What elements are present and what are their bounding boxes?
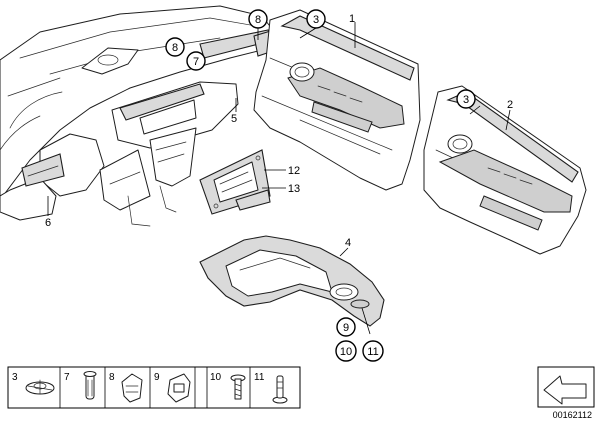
callouts: 1 2 3 3 4 5 6 7 8 8 9 10: [45, 9, 513, 362]
dash-left-trim: [21, 153, 65, 187]
callout-3-front: 3: [306, 9, 326, 29]
callout-1: 1: [349, 13, 355, 25]
small-bezel: [235, 189, 271, 211]
callout-10: 10: [335, 340, 357, 362]
legend-label-7: 7: [64, 372, 70, 383]
callout-2: 2: [507, 99, 513, 111]
rear-door-panel: [423, 85, 587, 255]
front-door-panel: [253, 9, 421, 191]
legend-label-11: 11: [254, 372, 265, 383]
rear-door-armrest: [438, 149, 573, 213]
callout-3-rear-label: 3: [463, 94, 469, 106]
callout-9: 9: [336, 317, 356, 337]
callout-7: 7: [186, 51, 206, 71]
direction-arrow-icon: [537, 366, 595, 408]
push-pin-icon: [272, 375, 288, 404]
defroster-vent: [81, 47, 139, 75]
callout-3-front-label: 3: [313, 14, 319, 26]
screw-icon: [230, 374, 246, 400]
legend-label-8: 8: [109, 372, 115, 383]
callout-8-lower: 8: [165, 37, 185, 57]
legend-label-10: 10: [210, 372, 222, 383]
dashboard-assembly: [0, 5, 277, 227]
callout-4: 4: [345, 237, 351, 249]
callout-7-label: 7: [193, 56, 199, 68]
callout-11: 11: [362, 340, 384, 362]
callout-8-upper-label: 8: [255, 14, 261, 26]
rear-speaker: [447, 134, 473, 154]
fastener-legend: 3 7 8 9 10: [7, 366, 301, 409]
callout-8-upper: 8: [248, 9, 268, 29]
dash-trim-strip: [119, 83, 205, 121]
callout-10-label: 10: [340, 346, 352, 358]
legend-label-3: 3: [12, 372, 18, 383]
reference-number: 00162112: [553, 410, 592, 420]
spring-clip-icon: [121, 373, 143, 403]
callout-13: 13: [288, 183, 300, 195]
front-speaker: [289, 62, 315, 82]
console-slot: [350, 299, 370, 309]
expanding-rivet-icon: [83, 371, 97, 400]
callout-12: 12: [288, 165, 300, 177]
bracket-clip-icon: [167, 373, 191, 403]
callout-5: 5: [231, 113, 237, 125]
cupholder-opening: [329, 283, 359, 301]
front-door-armrest: [287, 67, 405, 129]
front-door-top-trim: [280, 15, 415, 81]
callout-3-rear: 3: [456, 89, 476, 109]
callout-9-label: 9: [343, 322, 349, 334]
callout-6: 6: [45, 217, 51, 229]
retainer-clip-icon: [25, 379, 55, 395]
center-console-trim: [199, 235, 385, 327]
leader-lines: [47, 22, 511, 335]
callout-11-label: 11: [367, 346, 378, 358]
callout-8-lower-label: 8: [172, 42, 178, 54]
legend-label-9: 9: [154, 372, 160, 383]
